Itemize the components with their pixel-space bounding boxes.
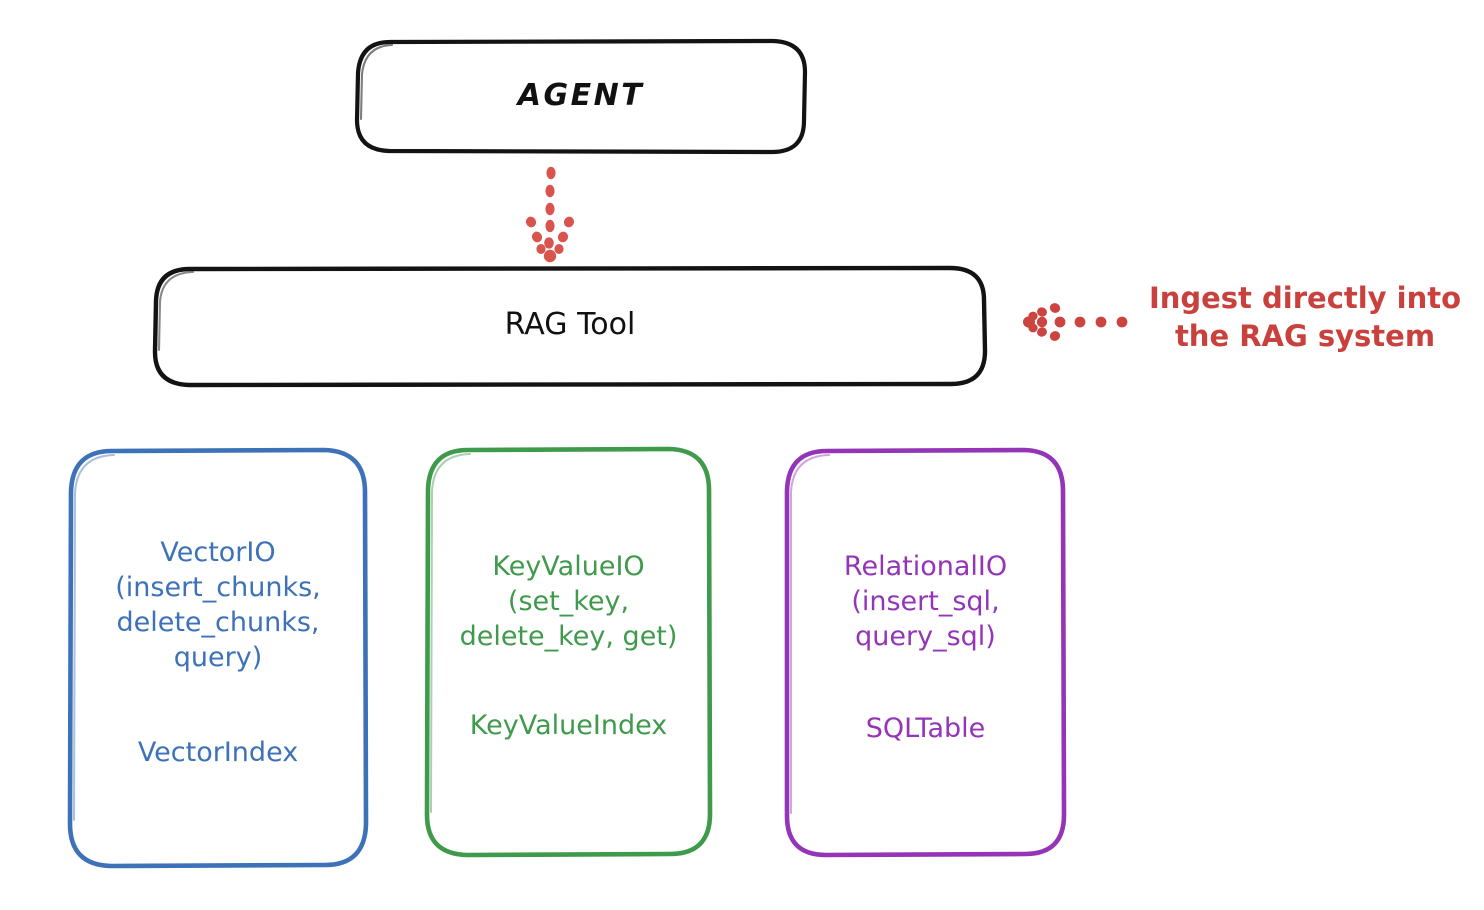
vectorio-node-outline[interactable] [67,447,369,869]
keyvalueio-node-outline[interactable] [424,446,713,858]
rag-tool-node-outline[interactable] [152,265,988,388]
agent-to-ragtool-arrow [525,166,575,263]
agent-node-outline[interactable] [354,38,808,155]
relationalio-node-outline[interactable] [784,447,1067,858]
annotation-to-ragtool-arrow [1023,303,1128,341]
